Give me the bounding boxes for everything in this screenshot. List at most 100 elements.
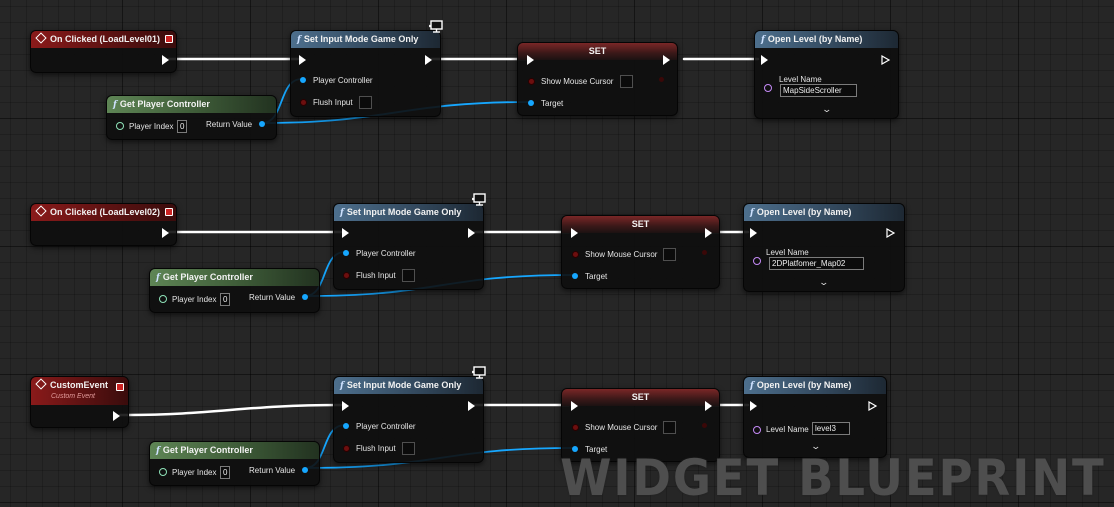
player-index-input[interactable]: 0 (177, 120, 188, 133)
node-title: Open Level (by Name) (756, 380, 852, 390)
exec-input-pin[interactable] (342, 228, 349, 238)
show-mouse-cursor-checkbox[interactable] (620, 75, 633, 88)
chevron-down-icon[interactable]: ⌄ (818, 277, 830, 287)
exec-output-pin[interactable] (881, 55, 891, 65)
return-value-pin[interactable] (302, 467, 308, 473)
set-show-mouse-cursor-node[interactable]: SET Show Mouse Cursor Target (517, 42, 678, 116)
exec-output-pin[interactable] (468, 228, 475, 238)
level-name-pin[interactable] (764, 84, 772, 92)
player-index-pin[interactable] (159, 468, 167, 476)
level-name-label: Level Name (779, 75, 822, 84)
delegate-output-pin[interactable] (116, 383, 124, 391)
return-value-pin[interactable] (302, 294, 308, 300)
show-mouse-cursor-checkbox[interactable] (663, 421, 676, 434)
event-node-load-level-01[interactable]: On Clicked (LoadLevel01) (30, 30, 177, 73)
flush-input-pin[interactable] (343, 445, 350, 452)
show-mouse-cursor-output-pin[interactable] (702, 250, 707, 255)
level-name-input[interactable]: 2DPlatfomer_Map02 (769, 257, 864, 270)
exec-input-pin[interactable] (750, 401, 757, 411)
node-title: On Clicked (LoadLevel02) (50, 207, 161, 217)
show-mouse-cursor-checkbox[interactable] (663, 248, 676, 261)
show-mouse-cursor-pin[interactable] (572, 251, 579, 258)
flush-input-checkbox[interactable] (359, 96, 372, 109)
exec-output-pin[interactable] (868, 401, 878, 411)
function-f-icon: f (113, 100, 117, 110)
node-title: Open Level (by Name) (756, 207, 852, 217)
chevron-down-icon[interactable]: ⌄ (821, 104, 833, 114)
delegate-output-pin[interactable] (165, 208, 173, 216)
player-index-input[interactable]: 0 (220, 466, 231, 479)
exec-input-pin[interactable] (299, 55, 306, 65)
delegate-output-pin[interactable] (165, 35, 173, 43)
exec-output-pin[interactable] (162, 228, 169, 238)
custom-event-node[interactable]: CustomEvent Custom Event (30, 376, 129, 428)
diamond-event-icon (35, 32, 47, 44)
return-value-label: Return Value (249, 293, 296, 302)
diamond-event-icon (35, 378, 47, 390)
node-title: Get Player Controller (119, 99, 210, 109)
player-controller-label: Player Controller (313, 76, 373, 85)
player-index-label: Player Index (172, 468, 217, 477)
flush-input-pin[interactable] (343, 272, 350, 279)
player-controller-pin[interactable] (343, 250, 349, 256)
target-pin[interactable] (572, 446, 578, 452)
show-mouse-cursor-output-pin[interactable] (659, 77, 664, 82)
node-title: Set Input Mode Game Only (303, 34, 419, 44)
exec-output-pin[interactable] (663, 55, 670, 65)
return-value-label: Return Value (206, 120, 253, 129)
function-f-icon: f (156, 446, 160, 456)
level-name-input[interactable]: MapSideScroller (780, 84, 857, 97)
node-title: Set Input Mode Game Only (346, 207, 462, 217)
show-mouse-cursor-output-pin[interactable] (702, 423, 707, 428)
set-show-mouse-cursor-node[interactable]: SET Show Mouse Cursor Target (561, 388, 720, 462)
chevron-down-icon[interactable]: ⌄ (810, 441, 822, 451)
show-mouse-cursor-pin[interactable] (528, 78, 535, 85)
level-name-input[interactable]: level3 (812, 422, 850, 435)
flush-input-pin[interactable] (300, 99, 307, 106)
player-index-pin[interactable] (159, 295, 167, 303)
exec-input-pin[interactable] (342, 401, 349, 411)
player-controller-pin[interactable] (343, 423, 349, 429)
function-f-icon: f (297, 35, 301, 45)
exec-input-pin[interactable] (750, 228, 757, 238)
show-mouse-cursor-pin[interactable] (572, 424, 579, 431)
exec-output-pin[interactable] (468, 401, 475, 411)
exec-output-pin[interactable] (162, 55, 169, 65)
level-name-label: Level Name (766, 425, 809, 434)
player-index-pin[interactable] (116, 122, 124, 130)
exec-input-pin[interactable] (571, 401, 578, 411)
exec-input-pin[interactable] (761, 55, 768, 65)
player-index-input[interactable]: 0 (220, 293, 231, 306)
target-label: Target (541, 99, 564, 108)
exec-output-pin[interactable] (425, 55, 432, 65)
level-name-pin[interactable] (753, 257, 761, 265)
flush-input-checkbox[interactable] (402, 269, 415, 282)
exec-output-pin[interactable] (886, 228, 896, 238)
exec-input-pin[interactable] (571, 228, 578, 238)
exec-output-pin[interactable] (705, 228, 712, 238)
return-value-pin[interactable] (259, 121, 265, 127)
set-show-mouse-cursor-node[interactable]: SET Show Mouse Cursor Target (561, 215, 720, 289)
node-title: On Clicked (LoadLevel01) (50, 34, 161, 44)
player-controller-pin[interactable] (300, 77, 306, 83)
exec-input-pin[interactable] (527, 55, 534, 65)
level-name-pin[interactable] (753, 426, 761, 434)
event-node-load-level-02[interactable]: On Clicked (LoadLevel02) (30, 203, 177, 246)
target-pin[interactable] (528, 100, 534, 106)
exec-output-pin[interactable] (705, 401, 712, 411)
target-pin[interactable] (572, 273, 578, 279)
exec-output-pin[interactable] (113, 411, 120, 421)
flush-input-checkbox[interactable] (402, 442, 415, 455)
